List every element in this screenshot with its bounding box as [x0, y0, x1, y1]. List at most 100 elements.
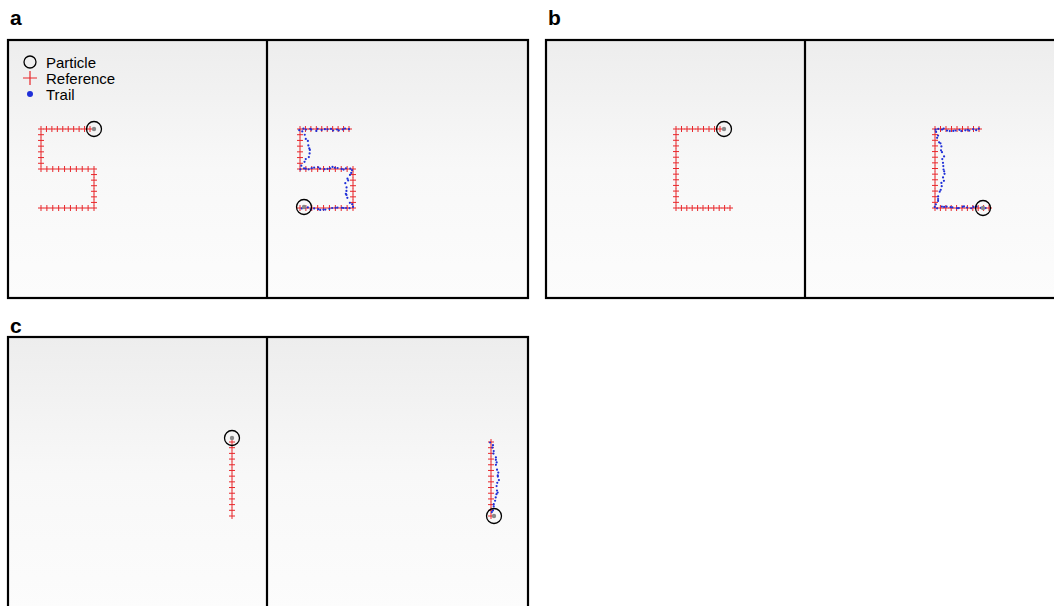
reference-cross: [315, 205, 321, 211]
reference-cross: [62, 205, 68, 211]
reference-cross: [689, 205, 695, 211]
panel-divider: [266, 337, 268, 606]
reference-cross: [229, 479, 235, 485]
reference-cross: [932, 149, 938, 155]
reference-cross: [488, 479, 494, 485]
trail-dot: [934, 206, 936, 208]
particle-marker: [225, 431, 240, 446]
trail-dot: [349, 174, 351, 176]
reference-cross: [313, 126, 319, 132]
legend-dot-sample: [27, 91, 33, 97]
trail-dot: [331, 166, 333, 168]
reference-cross: [67, 205, 73, 211]
tracking-experiment: [225, 431, 502, 524]
reference-cross: [326, 205, 332, 211]
reference-cross: [229, 490, 235, 496]
particle: [92, 127, 96, 131]
reference-cross: [341, 126, 347, 132]
trail-dot: [347, 179, 349, 181]
trail-dot: [489, 441, 491, 443]
reference-cross: [943, 205, 949, 211]
panel-border: [8, 40, 528, 298]
reference-cross: [38, 160, 44, 166]
particle: [302, 205, 306, 209]
trail-dot: [349, 202, 351, 204]
trail-dot: [336, 128, 338, 130]
reference-cross: [695, 205, 701, 211]
trail-dot: [963, 205, 965, 207]
reference-cross: [38, 205, 44, 211]
reference-cross: [50, 166, 56, 172]
legend-label: Reference: [46, 71, 115, 86]
tracking-experiment: [38, 122, 356, 215]
reference-cross: [690, 126, 696, 132]
trail-dot: [329, 167, 331, 169]
reference-cross: [229, 456, 235, 462]
trail-dot: [335, 207, 337, 209]
trail-dot: [307, 206, 309, 208]
reference-cross: [954, 126, 960, 132]
reference-cross: [943, 126, 949, 132]
trail-dot: [326, 168, 328, 170]
camera-frame: [546, 40, 1054, 298]
reference-cross: [297, 137, 303, 143]
reference-cross: [91, 188, 97, 194]
trail-dot: [336, 167, 338, 169]
reference-cross: [38, 137, 44, 143]
trail-dot: [954, 129, 956, 131]
trail-dot: [943, 170, 945, 172]
trail-dot: [975, 129, 977, 131]
trail-dot: [307, 144, 309, 146]
trail-dot: [324, 209, 326, 211]
reference-cross: [932, 177, 938, 183]
reference-cross: [684, 205, 690, 211]
trail-dot: [496, 469, 498, 471]
reference-cross: [73, 166, 79, 172]
trail-dot: [346, 197, 348, 199]
reference-cross: [488, 496, 494, 502]
reference-cross: [932, 205, 938, 211]
trail-dot: [343, 168, 345, 170]
reference-cross: [488, 467, 494, 473]
panel-label: a: [10, 7, 22, 28]
reference-cross: [229, 513, 235, 519]
reference-cross: [229, 473, 235, 479]
trail-dot: [936, 137, 938, 139]
trail-dot: [331, 207, 333, 209]
trail-dot: [941, 158, 943, 160]
reference-cross: [56, 166, 62, 172]
reference-cross: [338, 166, 344, 172]
trail-dot: [940, 182, 942, 184]
reference-cross: [971, 126, 977, 132]
reference-cross: [932, 182, 938, 188]
trail-dot: [319, 168, 321, 170]
trail-dot: [495, 459, 497, 461]
reference-cross: [488, 456, 494, 462]
reference-cross: [67, 166, 73, 172]
trail-dot: [498, 479, 500, 481]
reference-cross: [91, 166, 97, 172]
reference-cross: [673, 160, 679, 166]
reference-cross: [38, 143, 44, 149]
reference-cross: [711, 205, 717, 211]
trail-dot: [935, 129, 937, 131]
trail-dot: [304, 134, 306, 136]
trail-dot: [942, 176, 944, 178]
reference-cross: [38, 155, 44, 161]
reference-cross: [303, 166, 309, 172]
reference-cross: [937, 205, 943, 211]
trail-dot: [341, 168, 343, 170]
reference-cross: [38, 166, 44, 172]
reference-cross: [85, 205, 91, 211]
reference-cross: [344, 205, 350, 211]
reference-cross: [932, 154, 938, 160]
trail-dot: [937, 195, 939, 197]
reference-cross: [321, 166, 327, 172]
tracking-experiment: [673, 122, 992, 216]
reference-cross: [695, 126, 701, 132]
trail-dot: [349, 168, 351, 170]
reference-cross: [938, 126, 944, 132]
trail-dot: [495, 493, 497, 495]
